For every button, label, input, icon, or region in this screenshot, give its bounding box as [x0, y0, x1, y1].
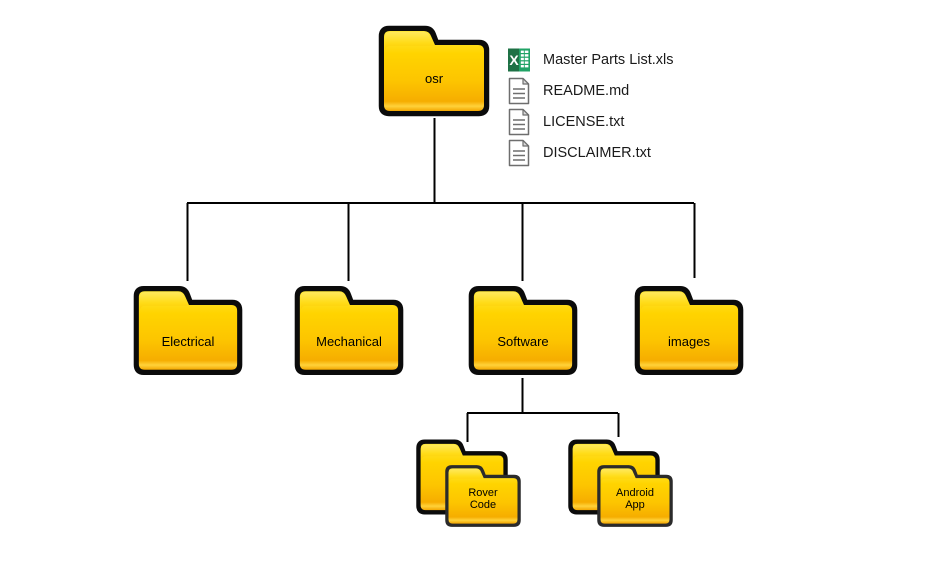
folder-icon	[634, 286, 744, 375]
root-folder-osr[interactable]: osr	[376, 24, 492, 118]
folder-icon	[378, 25, 490, 117]
folder-software[interactable]: Software	[466, 283, 580, 378]
folder-icon	[468, 286, 578, 375]
text-file-icon	[508, 77, 530, 105]
file-item-master-parts-list[interactable]: X Master Parts List.xls	[506, 45, 674, 75]
file-name-label: Master Parts List.xls	[543, 52, 674, 68]
file-item-license[interactable]: LICENSE.txt	[506, 107, 624, 137]
file-name-label: LICENSE.txt	[543, 114, 625, 130]
folder-icon	[445, 465, 521, 527]
folder-mechanical[interactable]: Mechanical	[292, 283, 406, 378]
excel-file-icon: X	[508, 48, 530, 72]
text-file-icon	[508, 139, 530, 167]
file-item-readme[interactable]: README.md	[506, 76, 629, 106]
folder-electrical[interactable]: Electrical	[131, 283, 245, 378]
folder-icon	[133, 286, 243, 375]
text-file-icon	[508, 108, 530, 136]
folder-images[interactable]: images	[632, 283, 746, 378]
file-name-label: README.md	[543, 83, 630, 99]
folder-icon	[597, 465, 673, 527]
svg-text:X: X	[509, 52, 519, 68]
folder-android-app[interactable]: Android App	[566, 437, 674, 530]
file-name-label: DISCLAIMER.txt	[543, 145, 651, 161]
folder-rover-code[interactable]: Rover Code	[414, 437, 522, 530]
folder-icon	[294, 286, 404, 375]
file-item-disclaimer[interactable]: DISCLAIMER.txt	[506, 138, 651, 168]
